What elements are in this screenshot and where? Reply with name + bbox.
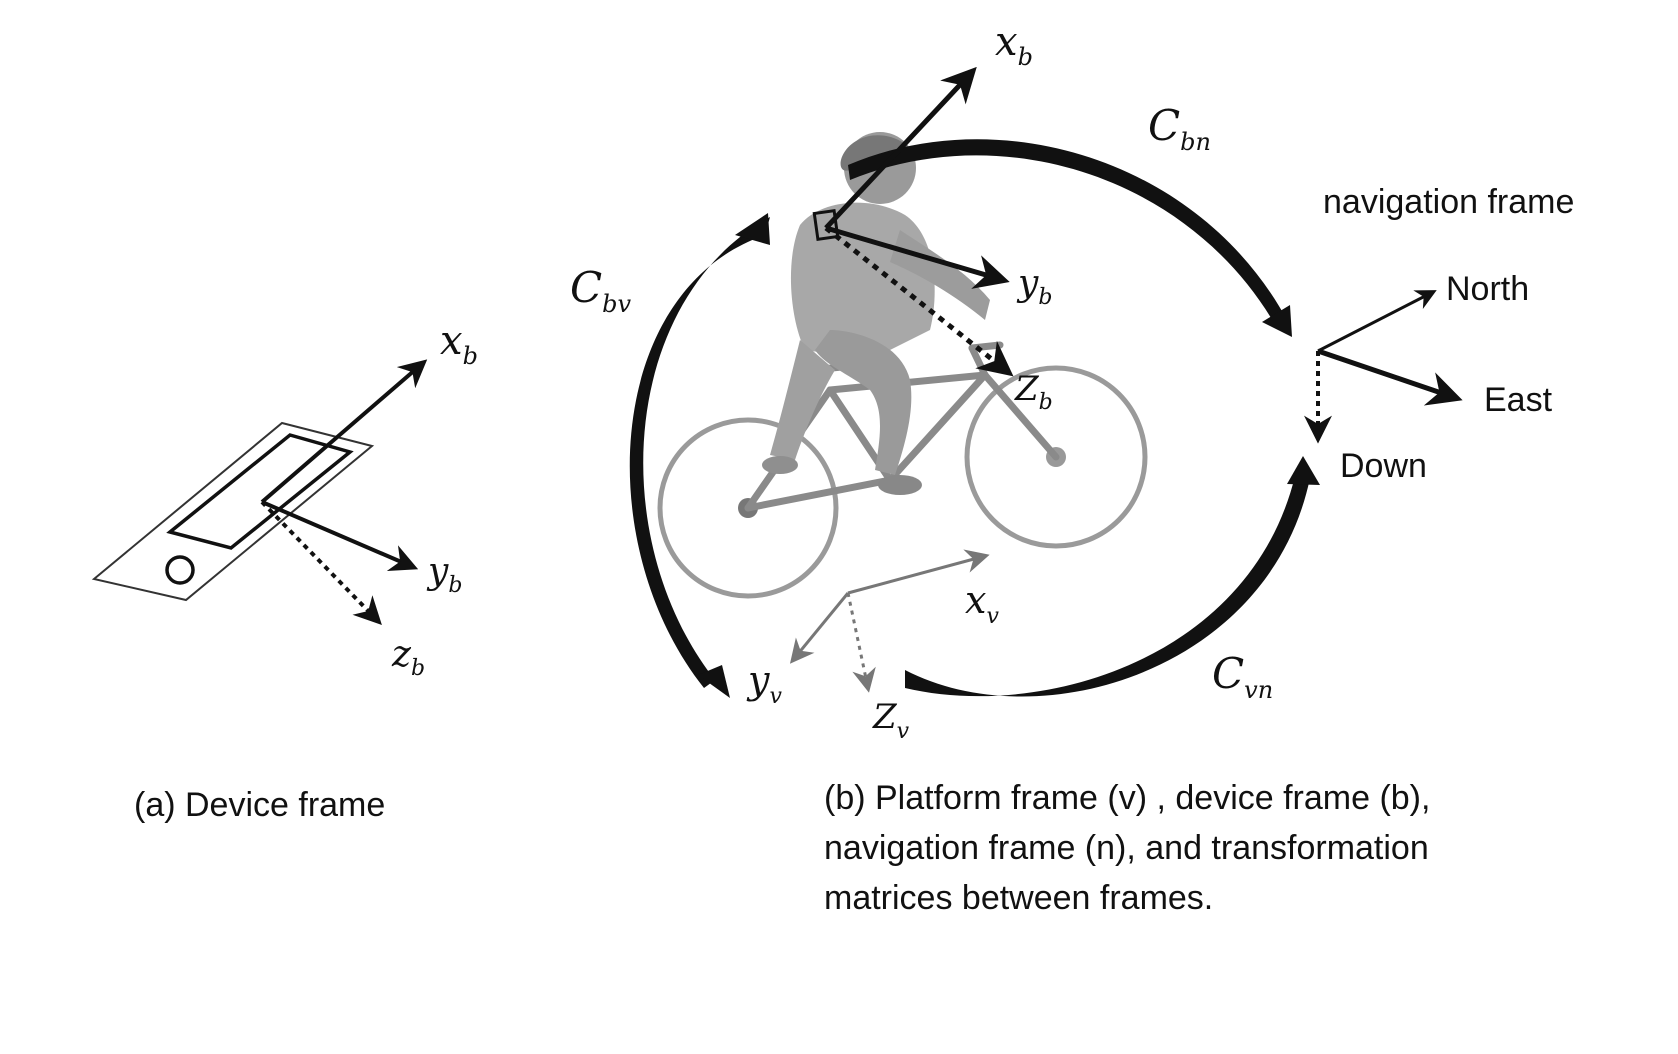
navigation-frame-title: navigation frame: [1323, 183, 1574, 221]
caption-b-line2: navigation frame (n), and transformation: [824, 823, 1430, 873]
axis-label-yb-b: yb: [1016, 263, 1052, 310]
caption-a: (a) Device frame: [134, 780, 385, 830]
axis-label-zb-b: Zb: [1014, 369, 1053, 415]
axis-label-yv: yv: [746, 658, 782, 709]
east-label: East: [1484, 381, 1553, 419]
cyclist-illustration: [660, 132, 1145, 596]
caption-b-line3: matrices between frames.: [824, 873, 1430, 923]
axis-label-xv: xv: [965, 578, 999, 629]
east-axis-arrow: [1318, 351, 1456, 398]
c-bv-arrow-body: [630, 217, 770, 688]
yv-axis-arrow: [793, 593, 848, 660]
axis-label-yb-a: yb: [426, 551, 462, 598]
phone-device-icon: [94, 423, 372, 600]
navigation-axes: [1318, 292, 1456, 438]
device-frame-panel: xb yb zb: [94, 318, 478, 681]
platform-axes: [793, 556, 985, 688]
matrix-label-cbv: Cbv: [570, 263, 632, 318]
matrix-label-cbn: Cbn: [1148, 101, 1211, 156]
z-axis-arrow: [262, 502, 378, 621]
north-label: North: [1446, 270, 1529, 308]
caption-b-line1: (b) Platform frame (v) , device frame (b…: [824, 773, 1430, 823]
axis-label-zv: Zv: [872, 697, 910, 744]
rider-silhouette: [762, 132, 990, 495]
axis-label-zb-a: zb: [391, 634, 425, 681]
caption-b: (b) Platform frame (v) , device frame (b…: [824, 773, 1430, 923]
matrix-label-cvn: Cvn: [1212, 649, 1273, 704]
c-vn-arrowhead: [1287, 456, 1320, 485]
y-axis-arrow: [262, 502, 413, 567]
caption-a-text: (a) Device frame: [134, 780, 385, 830]
north-axis-arrow: [1318, 292, 1433, 351]
axis-label-xb-b: xb: [995, 19, 1033, 71]
axis-label-xb-a: xb: [440, 318, 478, 370]
down-label: Down: [1340, 447, 1427, 485]
zv-axis-arrow: [848, 593, 868, 688]
